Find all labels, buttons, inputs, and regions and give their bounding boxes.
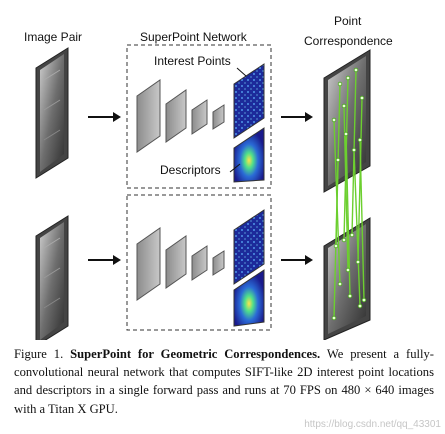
figure-graphics <box>35 44 371 340</box>
arrow-to-correspondence-top <box>281 112 313 122</box>
network-label: SuperPoint Network <box>140 30 247 44</box>
descriptors-pointer <box>229 163 241 173</box>
encoder-layers-bottom <box>136 227 225 301</box>
point-correspondence-label-line2: Correspondence <box>304 34 393 48</box>
arrow-to-network-top <box>88 112 121 122</box>
caption-prefix: Figure 1. <box>14 347 64 361</box>
arrow-to-network-bottom <box>88 255 121 265</box>
watermark: https://blog.csdn.net/qq_43301 <box>304 419 441 430</box>
interest-points-label: Interest Points <box>153 54 232 68</box>
descriptors-label: Descriptors <box>160 163 221 177</box>
input-image-top <box>35 47 69 179</box>
interest-points-pointer <box>236 67 247 77</box>
figure-1: Image Pair SuperPoint Network Point Corr… <box>24 14 393 340</box>
figure-caption: Figure 1. SuperPoint for Geometric Corre… <box>14 345 434 418</box>
caption-title: SuperPoint for Geometric Correspondences… <box>70 347 321 361</box>
caption-body: We present a fully-convolutional neural … <box>14 347 434 416</box>
image-pair-label: Image Pair <box>24 30 83 44</box>
encoder-layers-top <box>136 79 225 153</box>
interest-point-map-bottom <box>233 209 265 285</box>
interest-point-map-top <box>233 63 265 139</box>
keypoints <box>331 67 367 321</box>
network-box-bottom <box>126 194 272 331</box>
arrow-to-correspondence-bottom <box>281 255 313 265</box>
input-image-bottom <box>35 215 69 340</box>
descriptor-map-bottom <box>233 269 265 327</box>
network-box-top <box>126 44 272 189</box>
point-correspondence-label-line1: Point <box>334 14 362 28</box>
descriptor-map-top <box>233 127 265 183</box>
